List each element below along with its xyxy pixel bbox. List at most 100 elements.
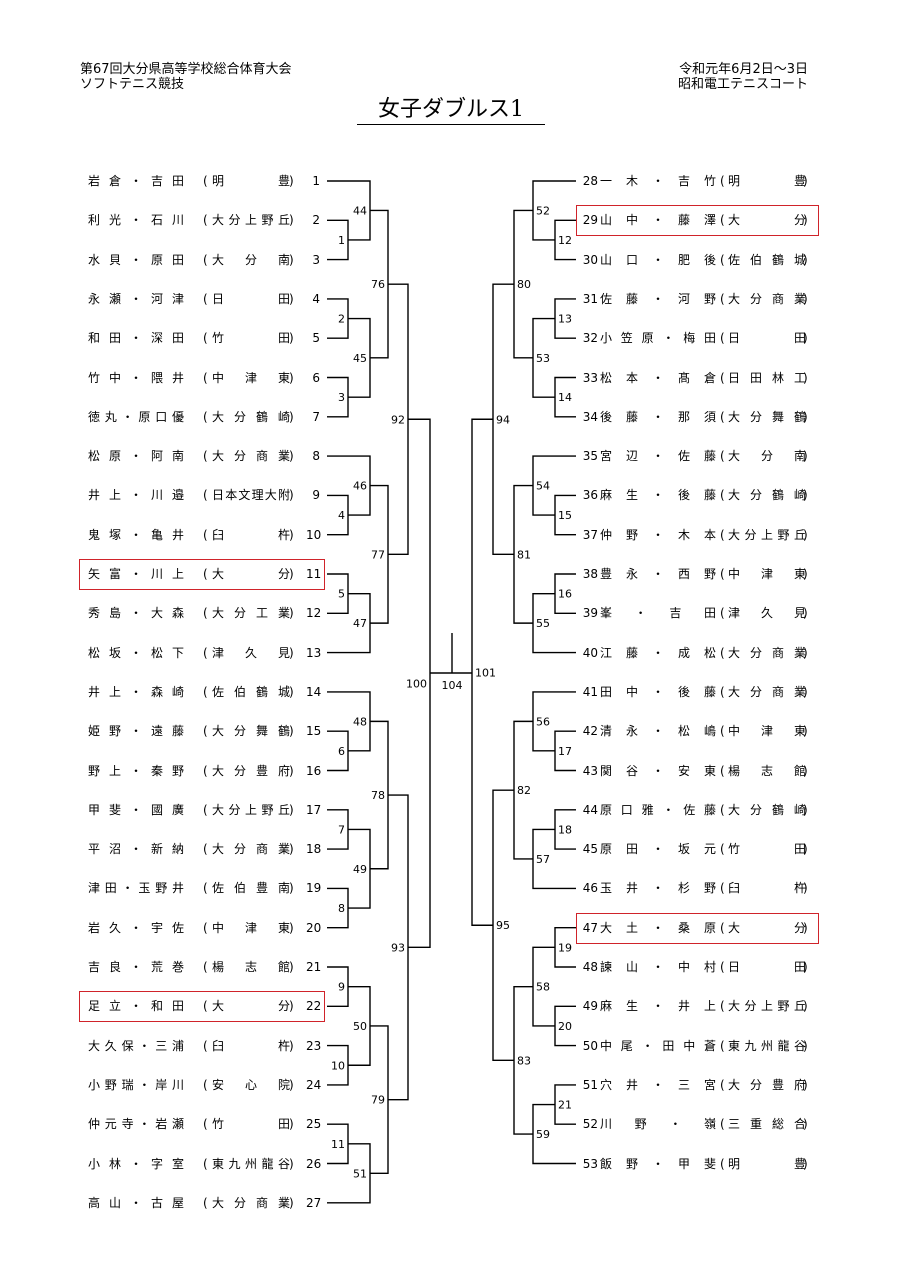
player-names: 峯・吉田 [600,606,716,621]
entry-number: 12 [306,606,322,621]
entry-number: 47 [582,920,598,935]
bracket-entry: 大久保・三浦(臼杵)23 [0,1036,330,1056]
match-number: 81 [517,548,531,561]
match-number: 78 [371,789,385,802]
entry-number: 36 [582,488,598,503]
paren-close: ) [803,1077,808,1092]
event-name: ソフトテニス競技 [80,77,185,92]
paren-open: ( [720,409,725,424]
paren-close: ) [803,802,808,817]
match-number: 21 [558,1099,572,1112]
player-names: 原口雅・佐藤 [600,802,716,817]
paren-open: ( [720,960,725,974]
match-number: 77 [371,548,385,561]
paren-open: ( [203,645,208,660]
player-names: 田中・後藤 [600,684,716,699]
entry-number: 29 [582,213,598,228]
school-name: 大分上野丘 [728,527,806,542]
paren-open: ( [720,567,725,581]
entry-number: 31 [582,291,598,306]
entry-number: 30 [582,252,598,267]
player-names: 小野瑞・岸川 [88,1077,184,1092]
school-name: 大分 [212,567,290,581]
player-names: 飯野・甲斐 [600,1156,716,1171]
player-names: 津田・玉野井 [88,881,184,896]
player-names: 大久保・三浦 [88,1038,184,1053]
paren-open: ( [203,291,208,306]
paren-close: ) [289,724,294,739]
player-names: 松本・髙倉 [600,370,716,385]
paren-close: ) [803,291,808,306]
school-name: 佐伯豊南 [212,881,290,896]
school-name: 津久見 [728,606,806,621]
entry-number: 28 [582,174,598,188]
match-number: 55 [536,617,550,630]
entry-number: 20 [306,920,322,935]
event-date: 令和元年6月2日～3日 [679,62,808,77]
match-number: 57 [536,853,550,866]
school-name: 中津東 [212,370,290,385]
entry-number: 11 [306,567,322,581]
player-names: 原田・坂元 [600,842,716,857]
paren-close: ) [803,213,808,228]
school-name: 大分商業 [728,291,806,306]
paren-open: ( [720,1117,725,1132]
player-names: 利光・石川 [88,213,184,228]
paren-close: ) [803,1038,808,1053]
entry-number: 33 [582,370,598,385]
paren-open: ( [203,1156,208,1171]
paren-close: ) [289,645,294,660]
paren-close: ) [803,1156,808,1171]
match-number: 6 [338,745,345,758]
match-number: 93 [391,941,405,954]
paren-close: ) [803,449,808,464]
bracket-entry: 徳丸・原口優(大分鶴崎)7 [0,407,330,427]
paren-open: ( [720,684,725,699]
entry-number: 5 [312,331,320,346]
player-names: 吉良・荒巻 [88,960,184,974]
match-number: 92 [391,413,405,426]
paren-open: ( [203,881,208,896]
paren-open: ( [720,174,725,188]
entry-number: 24 [306,1077,322,1092]
match-number: 2 [338,313,345,326]
player-names: 穴井・三宮 [600,1077,716,1092]
paren-open: ( [203,1038,208,1053]
school-name: 日田林工 [728,370,806,385]
school-name: 安心院 [212,1077,290,1092]
player-names: 玉井・杉野 [600,881,716,896]
entry-number: 13 [306,645,322,660]
paren-close: ) [289,488,294,503]
highlight-box [79,991,325,1023]
paren-open: ( [720,370,725,385]
entry-number: 8 [312,449,320,464]
paren-close: ) [803,842,808,857]
school-name: 佐伯鶴城 [728,252,806,267]
paren-open: ( [720,999,725,1014]
school-name: 臼杵 [728,881,806,896]
paren-close: ) [803,409,808,424]
player-names: 甲斐・國廣 [88,802,184,817]
match-number: 101 [475,666,496,679]
paren-close: ) [803,567,808,581]
school-name: 臼杵 [212,1038,290,1053]
entry-number: 34 [582,409,598,424]
match-number: 44 [353,204,367,217]
paren-close: ) [289,213,294,228]
entry-number: 38 [582,567,598,581]
player-names: 徳丸・原口優 [88,409,184,424]
school-name: 大分豊府 [728,1077,806,1092]
player-names: 仲野・木本 [600,527,716,542]
player-names: 秀島・大森 [88,606,184,621]
match-number: 15 [558,509,572,522]
